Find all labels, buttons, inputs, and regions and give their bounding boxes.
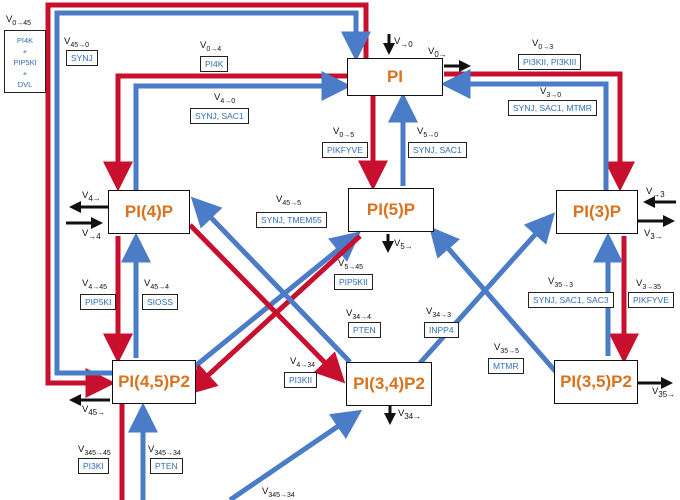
arrow-v0-4 [103, 73, 348, 192]
flux-label-v0-4: V0→4 [200, 40, 222, 53]
legend-line: PI4K [16, 36, 34, 45]
ext-label-to-3: V→3 [646, 186, 665, 199]
flux-label-v45-0: V45→0 [64, 36, 90, 49]
flux-label-v45-5: V45→5 [276, 194, 302, 207]
flux-label-v34-3: V34→3 [426, 306, 452, 319]
node-pi34p2: PI(3,4)P2 [346, 362, 432, 406]
flux-label-v5-45: V5→45 [338, 258, 364, 271]
flux-label-v345-45: V345→45 [78, 444, 111, 457]
arrow-v345-34 [228, 409, 363, 500]
arrow-v45-5 [186, 231, 361, 374]
ext-label-out-45: V45→ [82, 404, 106, 417]
enzyme-box-v34-3: INPP4 [424, 322, 459, 338]
node-pi: PI [347, 58, 443, 96]
node-pi5p: PI(5)P [348, 188, 434, 232]
flux-label-v4-45: V4→45 [82, 278, 108, 291]
enzyme-box-v4-0: SYNJ, SAC1 [190, 108, 249, 124]
flux-label-v0-45: V0→45 [6, 14, 32, 27]
legend-line: PIP5KI [13, 58, 37, 67]
flux-label-v345-34: V345→34 [148, 444, 181, 457]
arrow-v0-3 [444, 71, 635, 192]
ext-label-out-4: V4→ [82, 190, 101, 203]
ext-label-out-34: V34→ [398, 408, 422, 421]
enzyme-box-v3-35: PIKFYVE [628, 292, 674, 308]
ext-label-to-4: V→4 [82, 228, 101, 241]
arrow-v45-0 [54, 10, 371, 376]
enzyme-box-v35-5: MTMR [488, 358, 524, 374]
node-pi3p: PI(3)P [556, 190, 638, 234]
ext-label-out-35: V35→ [652, 386, 676, 399]
enzyme-box-v5-0: SYNJ, SAC1 [408, 142, 467, 158]
ext-label-to-0: V→0 [394, 36, 413, 49]
legend-line: + [22, 69, 28, 78]
node-pi45p2: PI(4,5)P2 [112, 360, 196, 404]
enzyme-box-v0-3: PI3KII, PI3KIII [518, 54, 582, 70]
flux-label-v3-35: V3→35 [636, 278, 662, 291]
enzyme-box-v3-0: SYNJ, SAC1, MTMR [508, 100, 597, 116]
enzyme-box-v5-45: PIP5KII [334, 274, 373, 290]
enzyme-box-v45-5: SYNJ, TMEM55 [256, 212, 327, 228]
flux-label-v0-5: V0→5 [333, 126, 355, 139]
flux-label-v0-3: V0→3 [532, 38, 554, 51]
legend-line: DVL [17, 80, 33, 89]
flux-label-v5-0: V5→0 [417, 126, 439, 139]
enzyme-box-v45-0: SYNJ [66, 50, 98, 66]
arrow-v4-0 [133, 71, 352, 190]
enzyme-box-v0-45: PI4K + PIP5KI + DVL [4, 30, 46, 93]
flux-label-v34-4: V34→4 [346, 308, 372, 321]
ext-label-out-5: V5→ [394, 238, 413, 251]
enzyme-box-v45-4: SIOSS [142, 294, 178, 310]
enzyme-box-v345-45: PI3KI [78, 458, 109, 474]
flux-label-v4-34: V4→34 [290, 356, 316, 369]
arrow-v35-5 [429, 226, 558, 374]
arrow-v0-45 [45, 2, 369, 398]
arrow-v34-4 [190, 196, 352, 364]
flux-label-v345-34b: V345→34 [262, 486, 295, 499]
enzyme-box-v345-pten: PTEN [150, 458, 183, 474]
enzyme-box-v0-4: PI4K [200, 56, 229, 72]
arrow-v3-0 [440, 69, 609, 190]
ext-label-out-3: V3→ [644, 228, 663, 241]
enzyme-box-v35-3: SYNJ, SAC1, SAC3 [528, 292, 614, 308]
flux-label-v45-4: V45→4 [144, 278, 170, 291]
node-pi35p2: PI(3,5)P2 [554, 360, 638, 404]
flux-label-v4-0: V4→0 [214, 92, 236, 105]
legend-line: + [22, 47, 28, 56]
flux-label-v35-3: V35→3 [548, 276, 574, 289]
arrow-v4-34 [188, 223, 346, 384]
enzyme-box-v34-4: PTEN [348, 322, 381, 338]
ext-label-out-0: V0→ [428, 46, 447, 59]
enzyme-box-v0-5: PIKFYVE [322, 142, 368, 158]
enzyme-box-v4-45: PIP5KI [80, 294, 117, 310]
enzyme-box-v4-34: PI3KII [284, 372, 318, 388]
flux-label-v3-0: V3→0 [540, 86, 562, 99]
flux-label-v35-5: V35→5 [494, 342, 520, 355]
node-pi4p: PI(4)P [108, 190, 190, 234]
